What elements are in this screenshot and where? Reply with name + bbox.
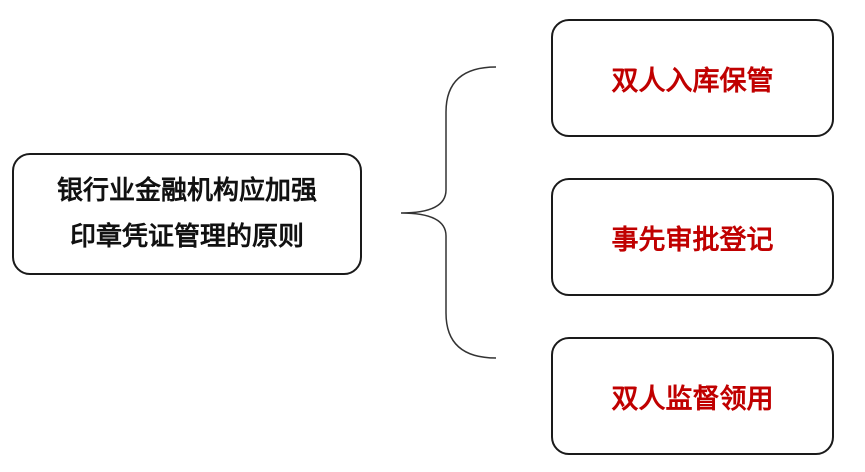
principle-label: 双人监督领用 [611, 383, 774, 415]
principle-label: 双人入库保管 [611, 65, 774, 97]
root-concept-box: 银行业金融机构应加强 印章凭证管理的原则 [12, 153, 362, 275]
principle-label: 事先审批登记 [611, 224, 774, 256]
root-title-line-1: 银行业金融机构应加强 [56, 176, 317, 206]
root-title-line-2: 印章凭证管理的原则 [69, 222, 304, 252]
principle-box-dual-storage: 双人入库保管 [551, 19, 834, 137]
principle-box-prior-approval: 事先审批登记 [551, 178, 834, 296]
principle-box-dual-supervision: 双人监督领用 [551, 337, 834, 455]
